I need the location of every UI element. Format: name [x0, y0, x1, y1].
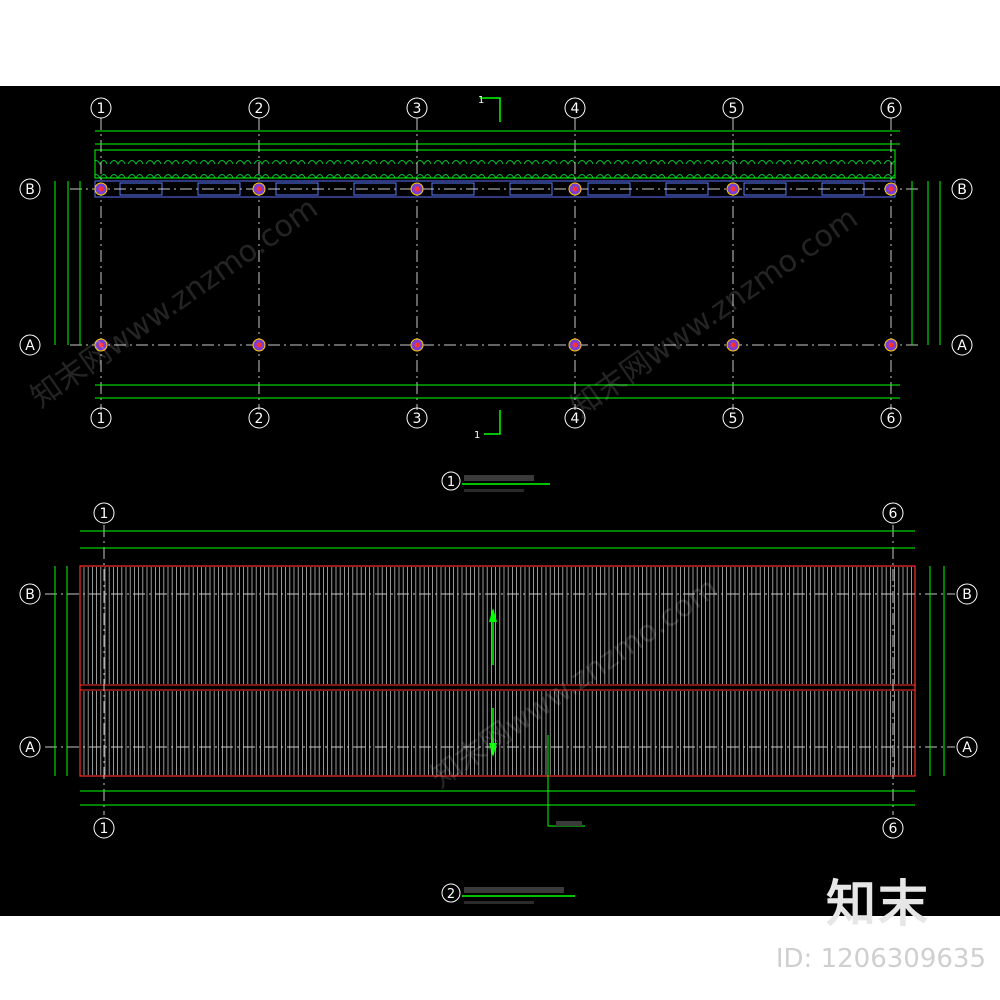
cad-drawing: 1 2 3 4 5 6 1 2 3 4 5 6 B B A A 1 [19, 95, 978, 904]
axis-number-6: 6 [887, 411, 896, 427]
column-core-b-5 [730, 186, 736, 192]
axis-number-3: 3 [413, 101, 422, 117]
axis-bubble-6-top: 6 [880, 97, 902, 119]
axis-bubble-5-top: 5 [722, 97, 744, 119]
svg-text:B: B [25, 587, 35, 603]
material-note [556, 821, 582, 826]
column-core-a-1 [98, 342, 104, 348]
hedge-band [94, 149, 896, 179]
axis-number-3: 3 [413, 411, 422, 427]
axis-bubble-2-bottom: 2 [248, 407, 270, 429]
slope-arrow-upper [489, 608, 497, 665]
svg-text:6: 6 [889, 506, 898, 522]
plan-2-row-bubble-b-right: B [956, 583, 978, 605]
axis-bubble-4-bottom: 4 [564, 407, 586, 429]
axis-number-2: 2 [255, 101, 264, 117]
axis-number-2: 2 [255, 411, 264, 427]
plan-1-title: 1 [441, 471, 550, 492]
column-core-a-3 [414, 342, 420, 348]
svg-text:2: 2 [447, 887, 455, 902]
axis-bubble-5-bottom: 5 [722, 407, 744, 429]
plan-2-title: 2 [441, 883, 575, 904]
plan-2-row-bubble-b-left: B [19, 583, 41, 605]
axis-bubble-4-top: 4 [564, 97, 586, 119]
svg-text:1: 1 [100, 506, 109, 522]
column-core-a-5 [730, 342, 736, 348]
column-core-b-1 [98, 186, 104, 192]
plan-1-column-plan: 1 2 3 4 5 6 1 2 3 4 5 6 B B A A 1 [19, 95, 973, 492]
axis-number-1: 1 [97, 411, 106, 427]
axis-number-1: 1 [97, 101, 106, 117]
axis-bubble-6-bottom: 6 [880, 407, 902, 429]
asset-id: ID: 1206309635 [775, 944, 986, 974]
column-core-b-2 [256, 186, 262, 192]
plan-2-row-bubble-a-right: A [956, 736, 978, 758]
cad-canvas: 1 2 3 4 5 6 1 2 3 4 5 6 B B A A 1 [0, 86, 1000, 916]
axis-number-4: 4 [571, 101, 580, 117]
section-marker-bottom: 1 [474, 410, 501, 441]
plan-2-roof-plan: 1 6 1 6 B B A [19, 502, 978, 904]
svg-text:1: 1 [478, 95, 484, 106]
plan-1-row-bubble-a-left: A [19, 334, 41, 356]
plan-2-bubble-1-top: 1 [93, 502, 115, 524]
plan-2-row-bubble-a-left: A [19, 736, 41, 758]
beam-panel-4 [353, 182, 397, 196]
svg-text:B: B [957, 182, 967, 198]
axis-bubble-1-bottom: 1 [90, 407, 112, 429]
plan-2-bubble-1-bottom: 1 [93, 817, 115, 839]
axis-number-6: 6 [887, 101, 896, 117]
svg-text:1: 1 [447, 475, 455, 490]
plan-2-bubble-6-bottom: 6 [882, 817, 904, 839]
roof-slats [83, 567, 912, 775]
axis-bubble-3-bottom: 3 [406, 407, 428, 429]
svg-text:A: A [25, 740, 35, 756]
svg-text:A: A [957, 338, 967, 354]
plan-1-row-bubble-a-right: A [951, 334, 973, 356]
axis-number-5: 5 [729, 411, 738, 427]
column-core-a-2 [256, 342, 262, 348]
slope-arrow-lower [489, 708, 497, 757]
svg-text:6: 6 [889, 821, 898, 837]
section-marker-top: 1 [478, 95, 501, 122]
svg-text:A: A [25, 338, 35, 354]
plan-1-bottom-axis-bubbles: 1 2 3 4 5 6 [90, 407, 902, 429]
column-core-b-6 [888, 186, 894, 192]
axis-number-5: 5 [729, 101, 738, 117]
plan-1-vertical-grid [100, 118, 892, 410]
roof-outline [79, 565, 916, 777]
column-core-b-4 [572, 186, 578, 192]
beam-panel-9 [743, 182, 787, 196]
column-core-a-4 [572, 342, 578, 348]
svg-text:1: 1 [100, 821, 109, 837]
columns-row-a [94, 338, 898, 352]
axis-number-4: 4 [571, 411, 580, 427]
plan-2-bubble-6-top: 6 [882, 502, 904, 524]
svg-text:B: B [25, 182, 35, 198]
axis-bubble-1-top: 1 [90, 97, 112, 119]
svg-text:1: 1 [474, 430, 480, 441]
znzmo-logo: 知末 [826, 875, 930, 933]
columns-row-b [94, 182, 898, 196]
column-core-a-6 [888, 342, 894, 348]
column-core-b-3 [414, 186, 420, 192]
plan-1-row-bubble-b-left: B [19, 178, 41, 200]
plan-1-top-axis-bubbles: 1 2 3 4 5 6 [90, 97, 902, 119]
svg-text:B: B [962, 587, 972, 603]
axis-bubble-2-top: 2 [248, 97, 270, 119]
plan-1-row-bubble-b-right: B [951, 178, 973, 200]
svg-text:A: A [962, 740, 972, 756]
axis-bubble-3-top: 3 [406, 97, 428, 119]
